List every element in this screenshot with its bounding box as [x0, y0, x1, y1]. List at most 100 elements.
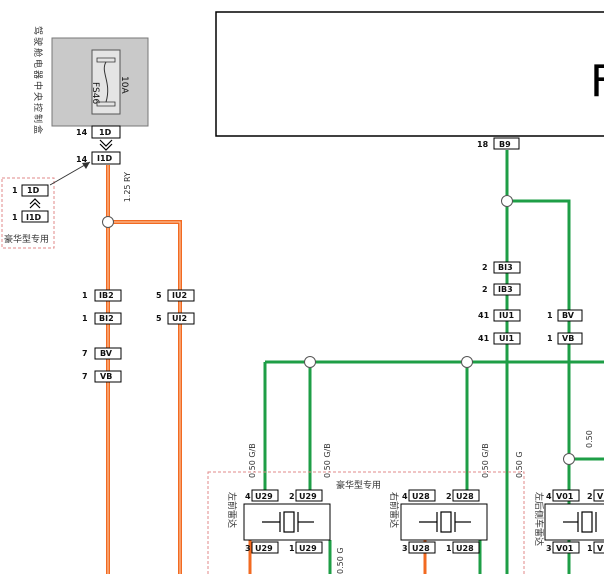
wire-label-gb-3: 0.50 G/B: [481, 443, 490, 478]
svg-text:U29: U29: [255, 492, 273, 501]
svg-text:U28: U28: [412, 492, 430, 501]
svg-text:BV: BV: [100, 349, 113, 358]
sensor-right-front-radar: 右前雷达 4 U28 2 U28 3 U28 1 U28: [388, 489, 488, 554]
svg-text:VB: VB: [562, 334, 574, 343]
control-module: F: [215, 11, 604, 137]
svg-text:V01: V01: [556, 544, 574, 553]
bottom-deluxe-label: 豪华型专用: [336, 479, 381, 491]
connector-IB2: 1 IB2: [82, 289, 122, 302]
svg-text:5: 5: [156, 291, 162, 300]
deluxe-inset: 1 1D 1 I1D 豪华型专用: [1, 177, 55, 249]
svg-text:U29: U29: [299, 544, 317, 553]
wire-spec-label: 1.25 RY: [123, 172, 132, 202]
svg-text:BV: BV: [562, 311, 575, 320]
svg-text:V: V: [597, 492, 604, 501]
svg-text:2: 2: [482, 285, 488, 294]
svg-text:左后侧车雷达: 左后侧车雷达: [533, 492, 545, 546]
svg-text:IB2: IB2: [99, 291, 114, 300]
wire-label-050: 0.50: [585, 430, 594, 448]
svg-text:7: 7: [82, 349, 88, 358]
green-wires: [263, 150, 604, 574]
svg-text:BI3: BI3: [498, 263, 513, 272]
radar-sensor-icon: [262, 511, 314, 533]
svg-text:2: 2: [587, 492, 593, 501]
svg-text:1: 1: [587, 544, 593, 553]
svg-text:B9: B9: [499, 140, 511, 149]
svg-text:41: 41: [478, 334, 490, 343]
sensor-left-rear-radar: 左后侧车雷达 4 V01 2 V 3 V01 1 V: [533, 489, 604, 554]
svg-text:IU2: IU2: [172, 291, 187, 300]
svg-text:4: 4: [546, 492, 552, 501]
svg-text:1: 1: [547, 334, 553, 343]
orange-wire-highlight: [107, 165, 181, 574]
connector-UI2: 5 UI2: [156, 312, 195, 325]
svg-text:1D: 1D: [27, 186, 40, 195]
connector-VB-left: 7 VB: [82, 370, 122, 383]
svg-text:2: 2: [446, 492, 452, 501]
wire-label-gb-2: 0.50 G/B: [323, 443, 332, 478]
sensor-left-front-radar: 左前雷达 4 U29 2 U29 3 U29 1 U29: [226, 489, 331, 554]
connector-VB-right: 1 VB: [547, 332, 583, 345]
svg-text:4: 4: [245, 492, 251, 501]
svg-text:I1D: I1D: [26, 213, 42, 222]
svg-text:2: 2: [289, 492, 295, 501]
svg-text:1: 1: [12, 186, 18, 195]
radar-sensor-icon: [419, 511, 471, 533]
svg-text:7: 7: [82, 372, 88, 381]
fuse-rating: 10A: [119, 76, 129, 94]
svg-text:U29: U29: [255, 544, 273, 553]
svg-text:1D: 1D: [99, 128, 112, 137]
svg-text:1: 1: [82, 291, 88, 300]
connector-BI3: 2 BI3: [482, 261, 521, 274]
svg-text:U28: U28: [412, 544, 430, 553]
connector-chevron-icon: [99, 139, 113, 151]
orange-splice-dot: [102, 216, 114, 228]
connector-BI2: 1 BI2: [82, 312, 122, 325]
wire-label-gb-1: 0.50 G/B: [248, 443, 257, 478]
svg-text:1: 1: [446, 544, 452, 553]
connector-BV-left: 7 BV: [82, 347, 122, 360]
deluxe-inset-label: 豪华型专用: [4, 233, 49, 245]
bottom-deluxe-border: [207, 471, 525, 574]
svg-text:右前雷达: 右前雷达: [388, 492, 400, 528]
connector-B9: 18 B9: [477, 137, 520, 150]
svg-text:3: 3: [546, 544, 552, 553]
svg-text:2: 2: [482, 263, 488, 272]
svg-text:1: 1: [12, 213, 18, 222]
svg-text:IB3: IB3: [498, 285, 513, 294]
svg-text:I1D: I1D: [97, 154, 113, 163]
svg-text:3: 3: [245, 544, 251, 553]
wire-label-bottom-g: 0.50 G: [336, 547, 345, 574]
svg-text:U29: U29: [299, 492, 317, 501]
radar-sensor-icon: [563, 511, 597, 533]
connector-1D: 14 1D: [76, 125, 121, 139]
svg-text:1: 1: [547, 311, 553, 320]
svg-text:UI2: UI2: [172, 314, 187, 323]
wire-label-g: 0.50 G: [515, 451, 524, 478]
svg-text:V01: V01: [556, 492, 574, 501]
connector-IB3: 2 IB3: [482, 283, 521, 296]
svg-text:14: 14: [76, 128, 88, 137]
module-label: F: [590, 56, 604, 107]
fuse-name: FS46: [90, 82, 100, 104]
svg-text:41: 41: [478, 311, 490, 320]
svg-text:4: 4: [402, 492, 408, 501]
svg-text:5: 5: [156, 314, 162, 323]
fuse-box-title: 驾驶舱电器中央控制盒: [32, 26, 44, 136]
connector-IU2: 5 IU2: [156, 289, 195, 302]
svg-text:1: 1: [82, 314, 88, 323]
svg-text:IU1: IU1: [499, 311, 514, 320]
svg-text:U28: U28: [456, 492, 474, 501]
svg-text:18: 18: [477, 140, 489, 149]
svg-text:BI2: BI2: [99, 314, 114, 323]
connector-BV-right: 1 BV: [547, 309, 583, 322]
fuse-box: FS46 10A: [51, 37, 149, 127]
svg-text:14: 14: [76, 155, 88, 164]
connector-I1D: 14 I1D: [76, 151, 121, 165]
svg-text:V: V: [597, 544, 604, 553]
green-splice-dots: [304, 195, 575, 465]
svg-text:3: 3: [402, 544, 408, 553]
up-chevron-icon: [29, 198, 41, 209]
inset-pointer-arrow: [49, 161, 91, 186]
